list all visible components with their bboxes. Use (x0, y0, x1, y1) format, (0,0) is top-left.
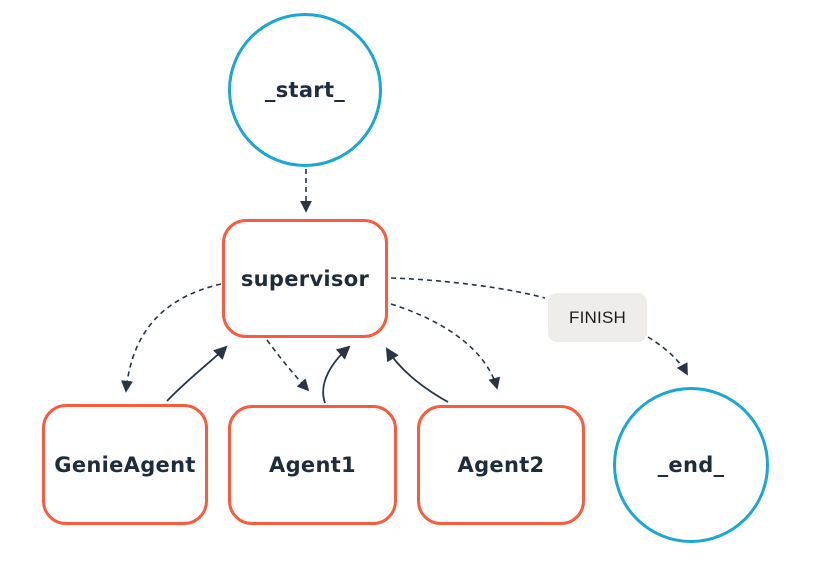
node-supervisor: supervisor (222, 219, 388, 338)
edge-finish-to-end (647, 336, 688, 376)
edge-agent2-to-supervisor (385, 347, 449, 403)
node-agent1: Agent1 (228, 405, 397, 525)
node-start-label: _start_ (264, 78, 346, 102)
edge-supervisor-to-genieagent (121, 283, 222, 393)
edge-genieagent-to-supervisor (166, 345, 228, 402)
edge-supervisor-to-agent1 (266, 339, 310, 392)
node-genieagent: GenieAgent (42, 404, 208, 525)
node-start: _start_ (228, 13, 382, 167)
edge-label-finish: FINISH (548, 293, 647, 342)
node-supervisor-label: supervisor (240, 266, 370, 291)
node-agent2: Agent2 (417, 405, 585, 525)
node-genieagent-label: GenieAgent (54, 452, 196, 477)
edge-agent1-to-supervisor (322, 345, 351, 404)
node-end-label: _end_ (657, 453, 725, 477)
node-end: _end_ (613, 387, 769, 543)
node-agent2-label: Agent2 (457, 453, 545, 477)
edge-supervisor-to-finish (390, 277, 546, 299)
node-agent1-label: Agent1 (269, 453, 356, 477)
edge-label-finish-text: FINISH (569, 307, 626, 327)
edge-supervisor-to-agent2 (390, 303, 501, 390)
